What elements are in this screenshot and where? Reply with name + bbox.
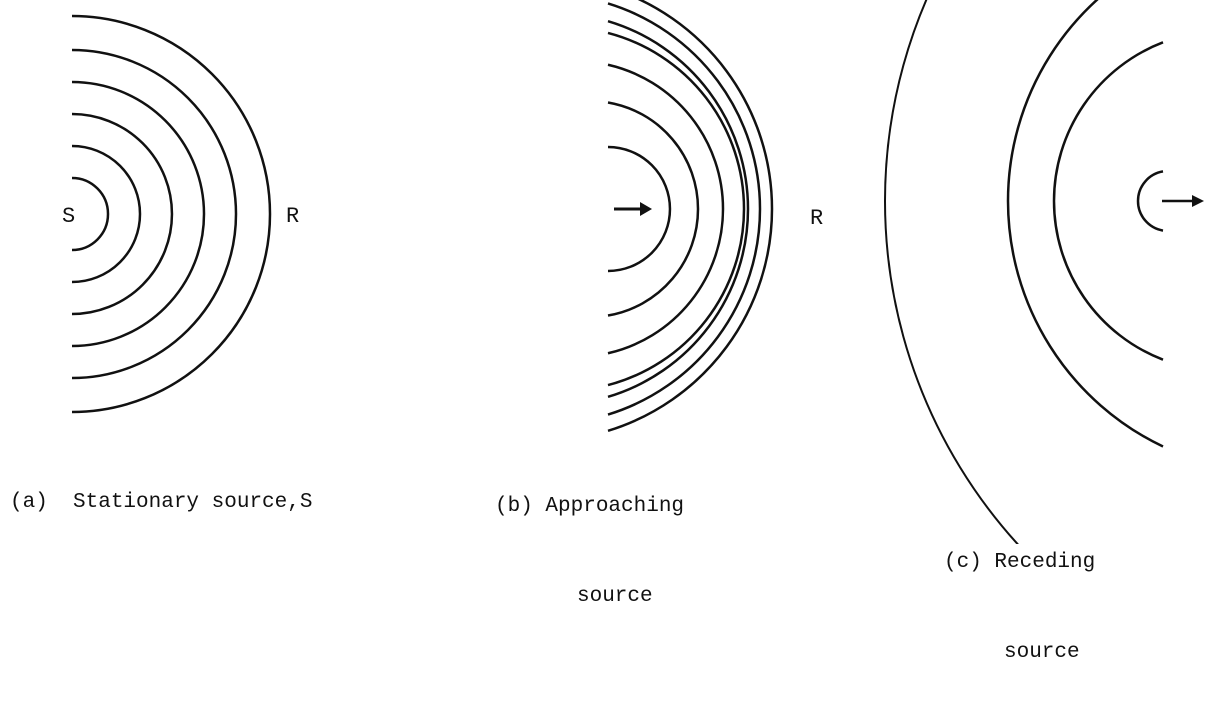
doppler-diagram: S R (a) Stationary source,S R (b) Approa… — [10, 0, 1204, 664]
caption-b: (b) Approaching source — [495, 432, 684, 672]
receiver-label-b: R — [810, 206, 824, 231]
wavefront-a-5 — [71, 48, 238, 380]
wavefront-a-1 — [71, 176, 110, 252]
panel-c-wavefronts — [884, 0, 1164, 657]
wavefront-c-3 — [1006, 0, 1164, 448]
caption-b-line2: source — [577, 585, 653, 608]
caption-a-line1: (a) Stationary source,S — [10, 491, 313, 514]
caption-b-line1: (b) Approaching — [495, 495, 685, 518]
wavefront-c-1 — [1136, 170, 1164, 232]
wavefront-b-3 — [607, 63, 725, 355]
caption-c-line1: (c) Receding — [944, 551, 1096, 574]
wavefront-b-2 — [607, 101, 700, 317]
panel-b-wavefronts — [607, 0, 774, 433]
approaching-arrow-icon — [614, 202, 652, 216]
wavefront-b-5 — [607, 19, 750, 399]
source-label-s: S — [62, 204, 76, 229]
wavefront-a-4 — [71, 80, 206, 348]
wavefront-b-4 — [607, 31, 746, 387]
wavefront-b-7 — [607, 0, 774, 433]
wavefront-b-1 — [607, 145, 672, 273]
caption-c: (c) Receding source — [944, 488, 1095, 728]
receiver-label-a: R — [286, 204, 300, 229]
caption-c-line2: source — [1004, 641, 1080, 664]
receding-arrow-icon — [1162, 195, 1204, 207]
wavefront-a-2 — [71, 144, 142, 284]
caption-a: (a) Stationary source,S — [10, 428, 312, 578]
wavefront-a-6 — [71, 14, 272, 414]
wavefront-b-6 — [607, 2, 762, 416]
wavefront-a-3 — [71, 112, 174, 316]
panel-a-wavefronts — [71, 14, 272, 414]
wavefront-c-4 — [884, 0, 1164, 657]
wavefront-c-2 — [1052, 41, 1164, 361]
